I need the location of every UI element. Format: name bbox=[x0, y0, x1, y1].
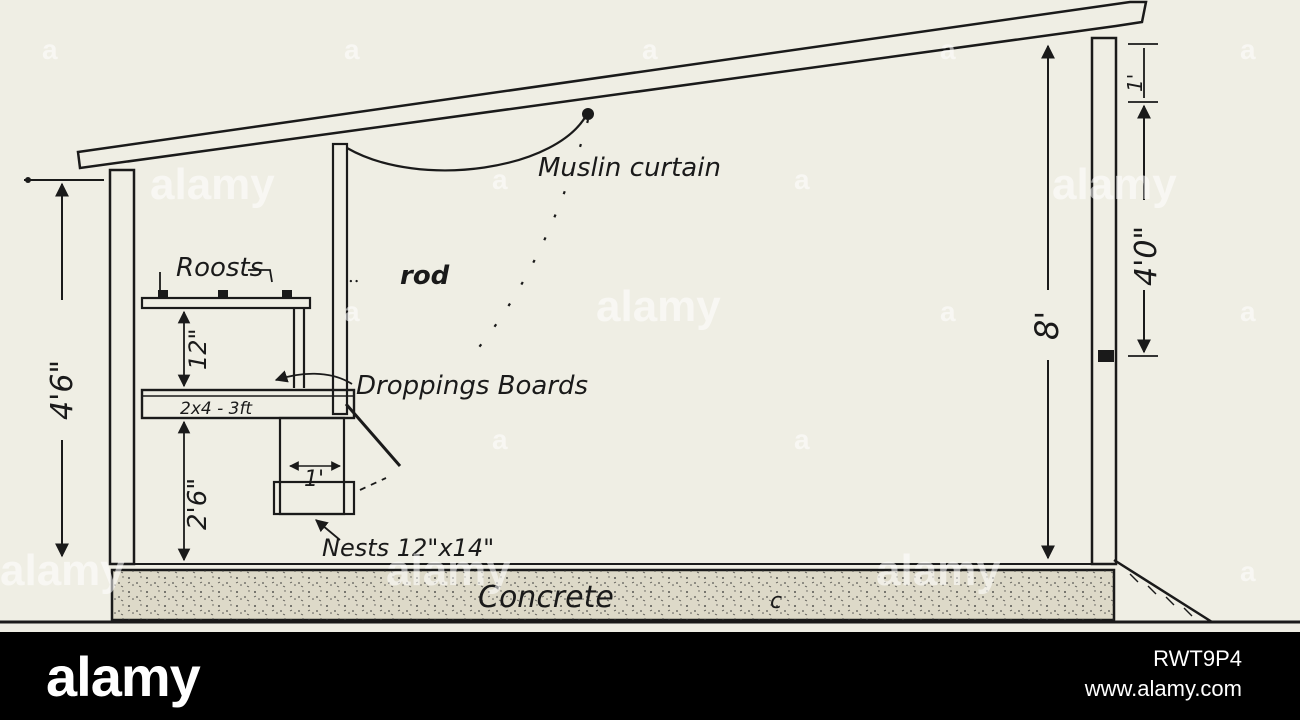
board-height-dimension: 2'6" bbox=[177, 420, 213, 562]
back-height-dimension: 8' bbox=[1028, 44, 1066, 560]
rod-label: rod bbox=[400, 261, 450, 291]
alamy-logo: alamy bbox=[46, 645, 201, 708]
curtain-rod-post bbox=[331, 142, 349, 416]
front-wall bbox=[108, 168, 136, 566]
muslin-curtain-label: Muslin curtain bbox=[538, 153, 721, 183]
image-id: RWT9P4 bbox=[1153, 646, 1242, 671]
back-height-label: 8' bbox=[1028, 311, 1066, 340]
poultry-house-section-diagram: Concrete c Muslin curtain rod .. Roosts bbox=[0, 0, 1300, 624]
muslin-curtain: Muslin curtain bbox=[346, 108, 721, 359]
concrete-foundation: Concrete c bbox=[110, 563, 1116, 622]
nests: 1' Nests 12"x14" bbox=[272, 416, 494, 562]
roost-spacing-dimension: 12" bbox=[177, 310, 212, 388]
droppings-boards-label: Droppings Boards bbox=[356, 371, 588, 401]
back-wall bbox=[1090, 36, 1118, 566]
board-size-label: 2x4 - 3ft bbox=[180, 399, 253, 419]
nest-width-label: 1' bbox=[304, 467, 324, 492]
droppings-board: 2x4 - 3ft Droppings Boards bbox=[140, 370, 588, 467]
opening-height-dimension: 1' 4'0" bbox=[1123, 43, 1164, 357]
site-url: www.alamy.com bbox=[1084, 676, 1242, 701]
board-height-label: 2'6" bbox=[183, 478, 213, 530]
front-height-label: 4'6" bbox=[45, 360, 80, 420]
svg-text:c: c bbox=[770, 589, 782, 614]
back-slope bbox=[1113, 558, 1213, 624]
image-id-block: RWT9P4 www.alamy.com bbox=[1085, 644, 1242, 704]
concrete-label: Concrete bbox=[478, 580, 614, 615]
roosts-label: Roosts bbox=[176, 253, 263, 283]
top-dimension-label: 1' bbox=[1123, 74, 1147, 92]
back-wall-hinge bbox=[1098, 350, 1114, 362]
opening-height-label: 4'0" bbox=[1129, 226, 1164, 286]
nests-label: Nests 12"x14" bbox=[322, 534, 494, 562]
stock-footer-bar: alamy RWT9P4 www.alamy.com bbox=[0, 632, 1300, 720]
rod-dots: .. bbox=[348, 266, 359, 287]
front-height-dimension: 4'6" bbox=[24, 177, 104, 558]
roof bbox=[76, 0, 1148, 170]
roost-spacing-label: 12" bbox=[184, 328, 212, 370]
roosts: Roosts bbox=[140, 253, 312, 388]
